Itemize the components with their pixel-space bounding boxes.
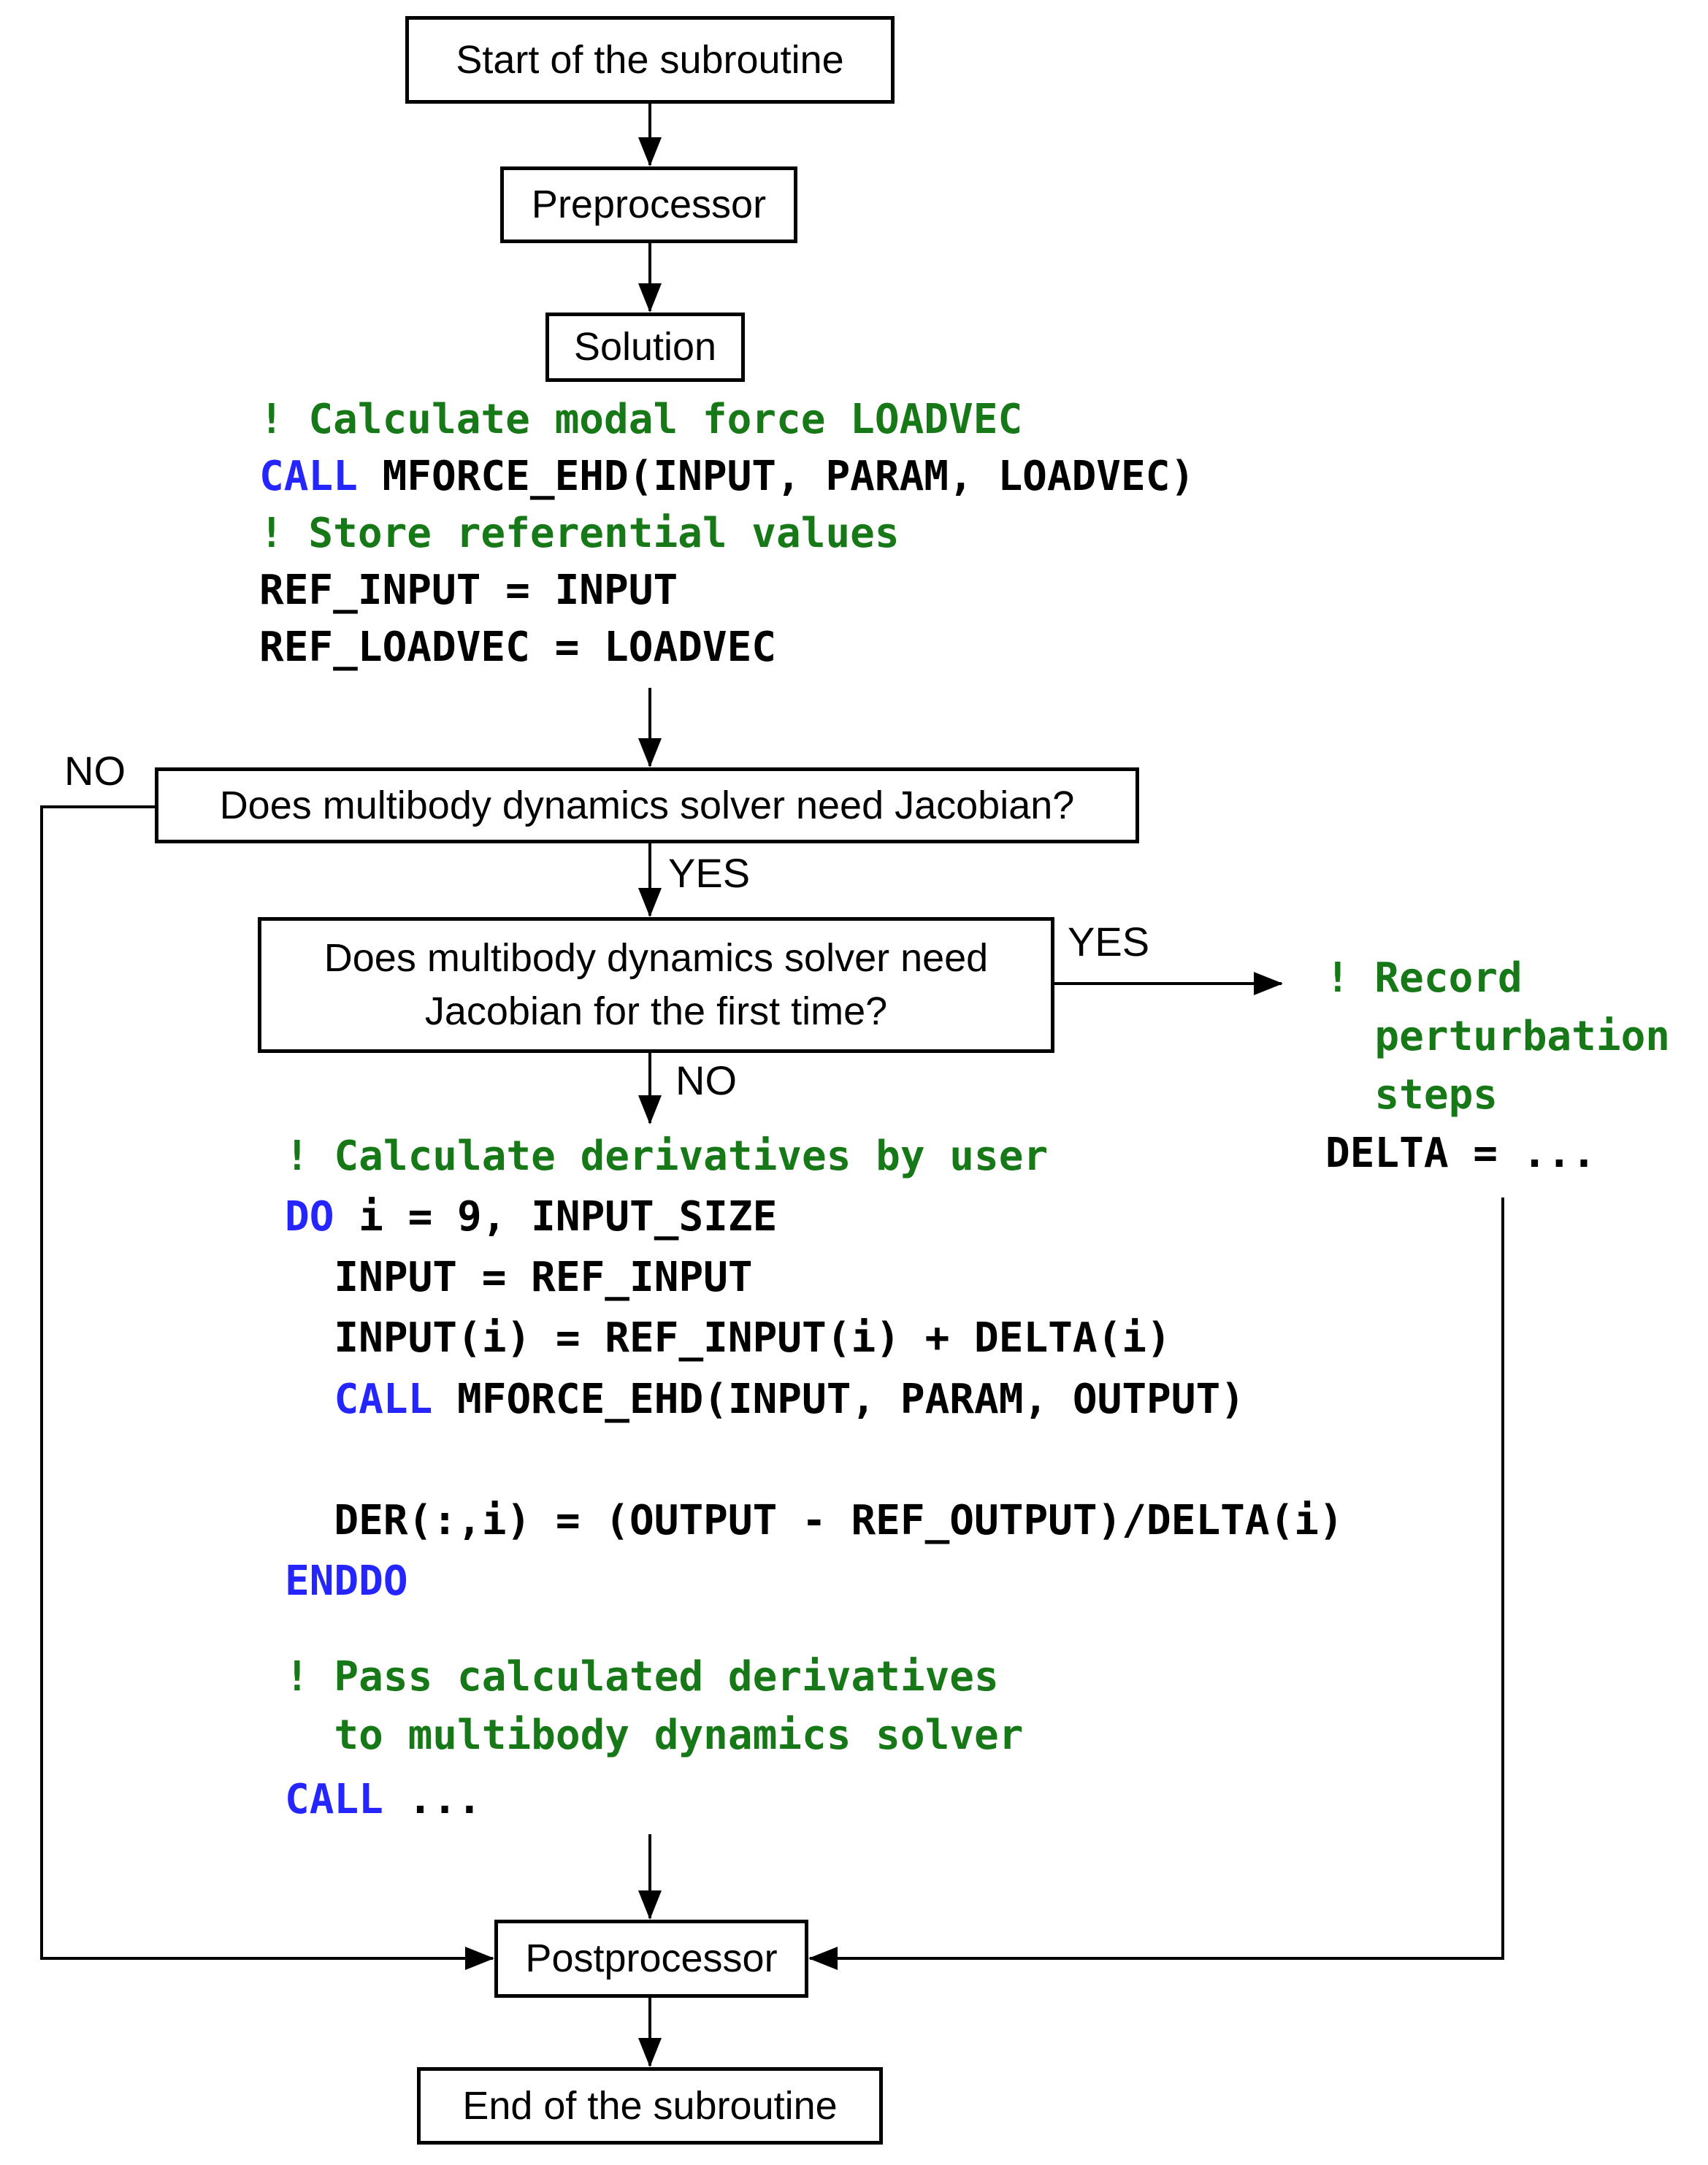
code-call-mforce-loadvec: CALL MFORCE_EHD(INPUT, PARAM, LOADVEC) bbox=[259, 456, 1195, 497]
no-loop-line bbox=[40, 805, 494, 1970]
postprocessor-box: Postprocessor bbox=[494, 1920, 808, 1998]
note-comment-record: ! Record bbox=[1325, 954, 1523, 1002]
no-down-label: NO bbox=[675, 1057, 737, 1103]
no-loop-label: NO bbox=[64, 748, 126, 794]
keyword-call: CALL bbox=[259, 453, 358, 500]
preprocessor-box: Preprocessor bbox=[500, 166, 797, 243]
end-box: End of the subroutine bbox=[417, 2067, 883, 2145]
code-call-mforce-loadvec-args: MFORCE_EHD(INPUT, PARAM, LOADVEC) bbox=[357, 453, 1195, 500]
code-call-mforce-output-args: MFORCE_EHD(INPUT, PARAM, OUTPUT) bbox=[432, 1376, 1245, 1423]
decision-need-jacobian-label: Does multibody dynamics solver need Jaco… bbox=[219, 783, 1075, 827]
code-comment-store-referential: ! Store referential values bbox=[259, 510, 900, 557]
decision-first-time-box: Does multibody dynamics solver need Jaco… bbox=[258, 917, 1054, 1053]
keyword-call: CALL bbox=[285, 1776, 383, 1823]
code-call-ellipsis-args: ... bbox=[383, 1776, 482, 1823]
code-call-indent bbox=[285, 1376, 334, 1423]
yes-right-label: YES bbox=[1068, 919, 1150, 965]
keyword-do: DO bbox=[285, 1193, 334, 1241]
yes-down-label: YES bbox=[668, 850, 751, 896]
keyword-enddo: ENDDO bbox=[285, 1557, 408, 1605]
decision-need-jacobian-box: Does multibody dynamics solver need Jaco… bbox=[155, 767, 1139, 843]
note-delta-assign: DELTA = ... bbox=[1325, 1130, 1596, 1177]
code-do-loop-range: i = 9, INPUT_SIZE bbox=[334, 1193, 778, 1241]
note-comment-steps: steps bbox=[1325, 1071, 1498, 1119]
decision-first-time-label-line1: Does multibody dynamics solver need bbox=[323, 936, 989, 981]
code-call-ellipsis: CALL ... bbox=[285, 1779, 482, 1820]
code-ref-input: REF_INPUT = INPUT bbox=[259, 567, 678, 614]
preprocessor-box-label: Preprocessor bbox=[531, 183, 767, 227]
code-call-mforce-output: CALL MFORCE_EHD(INPUT, PARAM, OUTPUT) bbox=[285, 1376, 1245, 1423]
start-box: Start of the subroutine bbox=[405, 16, 895, 104]
decision-first-time-label-line2: Jacobian for the first time? bbox=[424, 989, 888, 1033]
note-comment-perturbation: perturbation bbox=[1325, 1013, 1671, 1060]
code-comment-to-solver: to multibody dynamics solver bbox=[285, 1712, 1024, 1759]
keyword-call: CALL bbox=[334, 1376, 433, 1423]
solution-box: Solution bbox=[545, 313, 745, 382]
end-box-label: End of the subroutine bbox=[462, 2083, 838, 2128]
code-ref-loadvec: REF_LOADVEC = LOADVEC bbox=[259, 624, 777, 671]
code-der-assign: DER(:,i) = (OUTPUT - REF_OUTPUT)/DELTA(i… bbox=[285, 1497, 1344, 1544]
code-input-perturb: INPUT(i) = REF_INPUT(i) + DELTA(i) bbox=[285, 1314, 1171, 1362]
code-do-loop: DO i = 9, INPUT_SIZE bbox=[285, 1197, 777, 1238]
code-input-assign: INPUT = REF_INPUT bbox=[285, 1254, 753, 1301]
solution-box-label: Solution bbox=[573, 325, 717, 369]
code-comment-calc-derivatives: ! Calculate derivatives by user bbox=[285, 1133, 1049, 1180]
delta-return-line bbox=[808, 1198, 1504, 1970]
code-comment-pass-derivatives: ! Pass calculated derivatives bbox=[285, 1653, 999, 1701]
start-box-label: Start of the subroutine bbox=[456, 37, 844, 82]
postprocessor-box-label: Postprocessor bbox=[525, 1936, 778, 1981]
code-comment-calc-modal-force: ! Calculate modal force LOADVEC bbox=[259, 396, 1023, 443]
